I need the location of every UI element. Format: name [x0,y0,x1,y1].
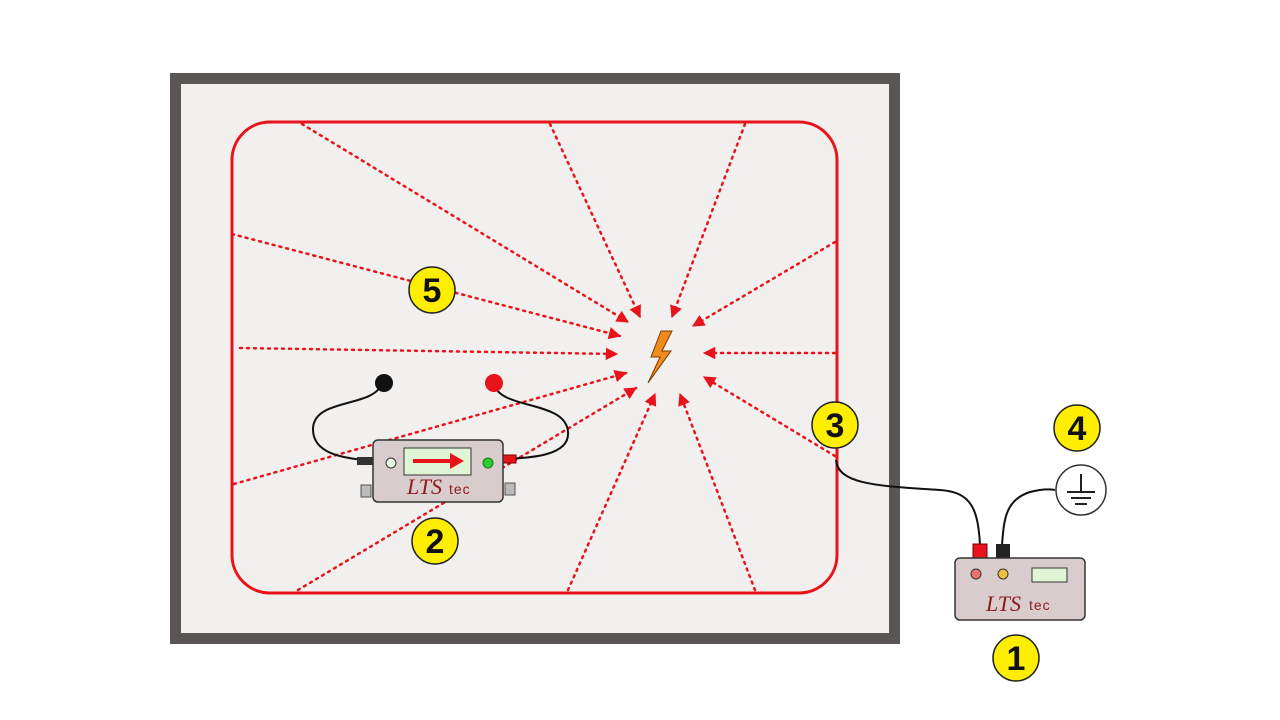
mobile-unit-connector-left [357,457,373,465]
lightning-bolt-icon [647,330,673,384]
probe-tip-black [375,374,393,392]
base-generator-unit: LTS tec [954,543,1086,621]
field-line-4 [691,240,837,328]
callout-2-label: 2 [426,523,445,561]
field-line-10 [232,370,628,486]
mobile-unit-connector-right [501,454,517,464]
callout-5: 5 [408,266,456,314]
field-line-2 [548,122,642,319]
base-unit-logo-main: LTS [985,591,1021,616]
mobile-unit-logo-main: LTS [406,474,442,499]
callout-3: 3 [811,401,859,449]
boundary-cable [835,459,981,546]
mobile-detector-unit: LTS tec [357,439,517,503]
base-unit-led-red [970,568,982,580]
probe-cable-red [493,383,570,460]
callout-3-label: 3 [826,407,845,445]
boundary-wire-loop [230,120,839,595]
base-unit-logo-sub: tec [1029,597,1051,613]
ground-symbol-icon [1055,464,1107,516]
mobile-unit-led-left [385,457,397,469]
field-line-3 [670,122,747,319]
base-unit-terminal-black [996,544,1010,560]
callout-4-label: 4 [1068,410,1087,448]
probe-tip-red [485,374,503,392]
field-line-6 [702,375,837,458]
ground-cable [1001,488,1056,546]
mobile-unit-clip-right [504,482,516,496]
roof-membrane [181,84,889,633]
right-arrow-icon [413,453,464,469]
callout-1-label: 1 [1007,640,1026,678]
field-lines [230,122,837,592]
mobile-unit-led-green [482,457,494,469]
mobile-unit-clip-left [360,484,372,498]
callout-4: 4 [1053,404,1101,452]
field-line-7 [678,392,757,592]
field-line-11 [238,346,619,361]
callout-2: 2 [411,517,459,565]
field-line-8 [566,392,657,592]
callout-1: 1 [992,634,1040,682]
field-line-1 [300,122,630,324]
callout-5-label: 5 [423,272,442,310]
base-unit-display [1031,567,1068,583]
base-unit-led-yellow [997,568,1009,580]
mobile-unit-logo-sub: tec [449,481,471,497]
probe-cable-black [311,383,383,462]
